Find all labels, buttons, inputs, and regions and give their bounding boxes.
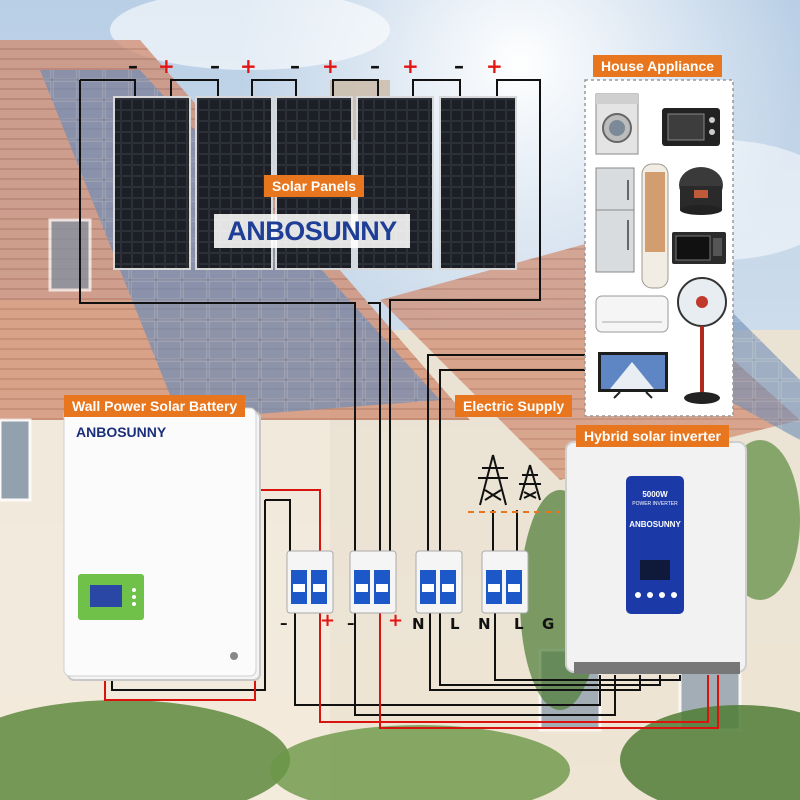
panel-3-plus: + <box>322 54 339 78</box>
panel-1-minus: – <box>128 54 138 78</box>
brand-logo: ANBOSUNNY <box>214 214 410 248</box>
television-icon <box>598 352 668 399</box>
air-conditioner-icon <box>595 295 669 333</box>
panel-3-minus: – <box>290 54 300 78</box>
terminal-ac-out-n: N <box>412 615 425 633</box>
terminal-pv-minus: – <box>347 614 355 632</box>
terminal-pv-plus: + <box>388 610 404 631</box>
microwave-icon <box>672 232 726 264</box>
battery-brand: ANBOSUNNY <box>76 424 167 440</box>
panel-2-minus: – <box>210 54 220 78</box>
inverter-subtitle: POWER INVERTER <box>632 501 678 507</box>
breaker-pv <box>286 550 334 614</box>
panel-5-minus: – <box>454 54 464 78</box>
house-appliance-label: House Appliance <box>593 55 723 77</box>
panel-4-minus: – <box>370 54 380 78</box>
standing-fan-icon <box>677 277 727 404</box>
terminal-battery-minus: – <box>280 614 288 632</box>
breaker-ac-output <box>415 550 463 614</box>
terminal-grid-l: L <box>514 615 524 633</box>
inverter-power: 5000W <box>642 490 668 499</box>
rice-cooker-icon <box>679 167 723 215</box>
refrigerator-icon <box>595 167 635 273</box>
oven-icon <box>662 108 720 146</box>
terminal-ground: G <box>542 615 555 633</box>
tower-air-conditioner-icon <box>641 163 669 289</box>
solar-panel <box>439 96 517 270</box>
wall-battery-label: Wall Power Solar Battery <box>64 395 246 417</box>
breaker-grid <box>481 550 529 614</box>
panel-1-plus: + <box>158 54 175 78</box>
electric-supply-label: Electric Supply <box>455 395 573 417</box>
solar-panel <box>113 96 191 270</box>
panel-4-plus: + <box>402 54 419 78</box>
terminal-battery-plus: + <box>320 610 336 631</box>
breaker-battery <box>349 550 397 614</box>
terminal-ac-out-l: L <box>450 615 460 633</box>
panel-2-plus: + <box>240 54 257 78</box>
transmission-tower-icon <box>478 454 541 506</box>
appliance-board <box>584 79 734 417</box>
dc-wiring <box>79 79 681 716</box>
solar-panels-label: Solar Panels <box>264 175 365 197</box>
panel-5-plus: + <box>486 54 503 78</box>
washing-machine-icon <box>595 93 639 155</box>
hybrid-inverter <box>565 441 747 674</box>
hybrid-inverter-label: Hybrid solar inverter <box>576 425 729 447</box>
terminal-grid-n: N <box>478 615 491 633</box>
inverter-brand: ANBOSUNNY <box>629 520 681 529</box>
wall-battery <box>63 407 261 681</box>
